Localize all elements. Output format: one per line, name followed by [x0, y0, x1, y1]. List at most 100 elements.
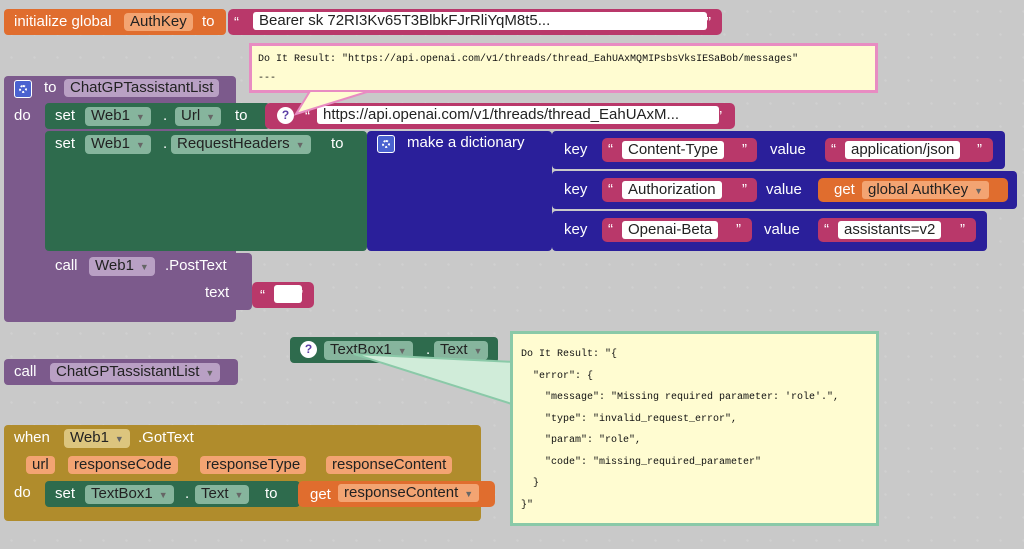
dropdown-arrow-icon: ▼	[295, 140, 305, 150]
help-icon[interactable]: ?	[300, 341, 317, 358]
to-label: to	[265, 485, 278, 502]
component-dropdown[interactable]: TextBox1 ▼	[85, 485, 174, 504]
dict-pair-3[interactable]: key “ Openai-Beta ” value “ assistants=v…	[552, 211, 987, 251]
property-name: Text	[201, 485, 229, 502]
variable-dropdown[interactable]: global AuthKey ▼	[862, 181, 989, 199]
call-procedure-block[interactable]: call ChatGPTassistantList▼	[4, 359, 238, 385]
key-value[interactable]: Openai-Beta	[622, 221, 719, 239]
result-line: "param": "role",	[521, 435, 642, 446]
to-label: to	[331, 135, 344, 152]
component-name: TextBox1	[330, 341, 392, 358]
set-label: set	[55, 107, 76, 124]
url-string-block[interactable]: ? “ https://api.openai.com/v1/threads/th…	[265, 103, 735, 129]
global-var-name[interactable]: AuthKey	[124, 13, 193, 31]
set-label: set	[55, 135, 76, 152]
result-line: "error": {	[521, 370, 594, 382]
property-dropdown[interactable]: RequestHeaders▼	[171, 135, 311, 154]
get-response-content-block[interactable]: get responseContent▼	[298, 481, 495, 507]
key-string-block[interactable]: “ Authorization ”	[602, 178, 757, 202]
dropdown-arrow-icon: ▼	[974, 186, 983, 196]
help-icon[interactable]: ?	[277, 107, 294, 124]
key-string-block[interactable]: “ Openai-Beta ”	[602, 218, 752, 242]
bubble-pointer-1	[293, 90, 371, 116]
value-value[interactable]: assistants=v2	[838, 221, 942, 239]
dropdown-arrow-icon: ▼	[206, 112, 216, 122]
dropdown-arrow-icon: ▼	[397, 346, 407, 356]
gear-icon[interactable]	[377, 135, 395, 153]
call-label: call	[55, 257, 78, 274]
empty-string-value[interactable]	[274, 285, 302, 303]
variable-name: responseContent	[344, 484, 459, 501]
procedure-name[interactable]: ChatGPTassistantList	[64, 79, 220, 97]
event-name: .GotText	[138, 429, 194, 446]
result-line: ---	[258, 73, 277, 84]
variable-dropdown[interactable]: responseContent▼	[338, 484, 480, 502]
call-post-text-block[interactable]: call Web1▼ .PostText text	[45, 253, 252, 310]
make-dictionary-block[interactable]: make a dictionary	[367, 131, 552, 251]
variable-name: global AuthKey	[868, 181, 969, 198]
dropdown-arrow-icon: ▼	[114, 434, 124, 444]
component-name: TextBox1	[91, 485, 153, 502]
param-response-code[interactable]: responseCode	[68, 456, 178, 474]
method-name: .PostText	[165, 257, 227, 274]
component-dropdown[interactable]: TextBox1 ▼	[324, 341, 413, 360]
proc-do-label: do	[14, 107, 31, 124]
call-label: call	[14, 363, 37, 380]
bubble-pointer-2	[353, 353, 516, 407]
value-label: value	[770, 141, 806, 158]
component-dropdown[interactable]: Web1▼	[89, 257, 155, 276]
value-value[interactable]: application/json	[845, 141, 961, 159]
property-dropdown[interactable]: Text ▼	[195, 485, 250, 504]
value-string-block[interactable]: “ assistants=v2 ”	[818, 218, 976, 242]
result-line: }"	[521, 499, 534, 511]
param-response-type[interactable]: responseType	[200, 456, 307, 474]
dict-pair-1[interactable]: key “ Content-Type ” value “ application…	[552, 131, 1005, 169]
component-dropdown[interactable]: Web1▼	[85, 135, 151, 154]
init-to-label: to	[202, 13, 215, 30]
auth-key-value[interactable]: Bearer sk 72RI3Kv65T3BlbkFJrRliYqM8t5...	[253, 12, 707, 30]
init-label: initialize global	[14, 13, 112, 30]
gear-icon[interactable]	[14, 80, 32, 98]
procedure-name[interactable]: ChatGPTassistantList▼	[50, 363, 221, 382]
to-label: to	[235, 107, 248, 124]
component-name: Web1	[91, 135, 130, 152]
do-it-result-bubble-1: Do It Result: "https://api.openai.com/v1…	[249, 43, 878, 93]
component-dropdown[interactable]: Web1▼	[85, 107, 151, 126]
key-label: key	[564, 141, 588, 158]
property-name: Text	[440, 341, 468, 358]
url-value[interactable]: https://api.openai.com/v1/threads/thread…	[317, 106, 719, 124]
set-url-block[interactable]: set Web1▼ . Url▼ to	[45, 103, 270, 129]
dropdown-arrow-icon: ▼	[234, 490, 244, 500]
component-name: Web1	[70, 429, 109, 446]
dropdown-arrow-icon: ▼	[473, 346, 483, 356]
property-dropdown[interactable]: Text ▼	[434, 341, 489, 360]
key-string-block[interactable]: “ Content-Type ”	[602, 138, 757, 162]
result-line: Do It Result: "https://api.openai.com/v1…	[258, 54, 799, 65]
dropdown-arrow-icon: ▼	[158, 490, 168, 500]
dropdown-arrow-icon: ▼	[205, 368, 215, 378]
dict-pair-2[interactable]: key “ Authorization ” value get global A…	[552, 171, 1017, 209]
dict-label: make a dictionary	[407, 134, 525, 151]
param-response-content[interactable]: responseContent	[326, 456, 453, 474]
auth-key-string-block[interactable]: “ Bearer sk 72RI3Kv65T3BlbkFJrRliYqM8t5.…	[228, 9, 722, 35]
property-dropdown[interactable]: Url▼	[175, 107, 222, 126]
component-name: Web1	[95, 257, 134, 274]
component-dropdown[interactable]: Web1 ▼	[64, 429, 130, 448]
param-url[interactable]: url	[26, 456, 55, 474]
key-label: key	[564, 181, 588, 198]
key-value[interactable]: Content-Type	[622, 141, 725, 159]
get-auth-key-block[interactable]: get global AuthKey▼	[818, 178, 1008, 202]
component-name: Web1	[91, 107, 130, 124]
proc-to-label: to	[44, 79, 57, 96]
key-value[interactable]: Authorization	[622, 181, 722, 199]
empty-string-block[interactable]: “ ”	[252, 282, 314, 308]
key-label: key	[564, 221, 588, 238]
get-label: get	[310, 486, 331, 503]
set-textbox-block[interactable]: set TextBox1▼ . Text▼ to	[45, 481, 300, 507]
initialize-global-block[interactable]: initialize global AuthKey to	[4, 9, 226, 35]
text-param-label: text	[205, 284, 230, 301]
set-headers-block[interactable]: set Web1▼ . RequestHeaders▼ to	[45, 131, 367, 251]
value-string-block[interactable]: “ application/json ”	[825, 138, 993, 162]
result-line: "code": "missing_required_parameter"	[521, 456, 762, 468]
do-it-result-bubble-2: Do It Result: "{ "error": { "message": "…	[510, 331, 879, 526]
